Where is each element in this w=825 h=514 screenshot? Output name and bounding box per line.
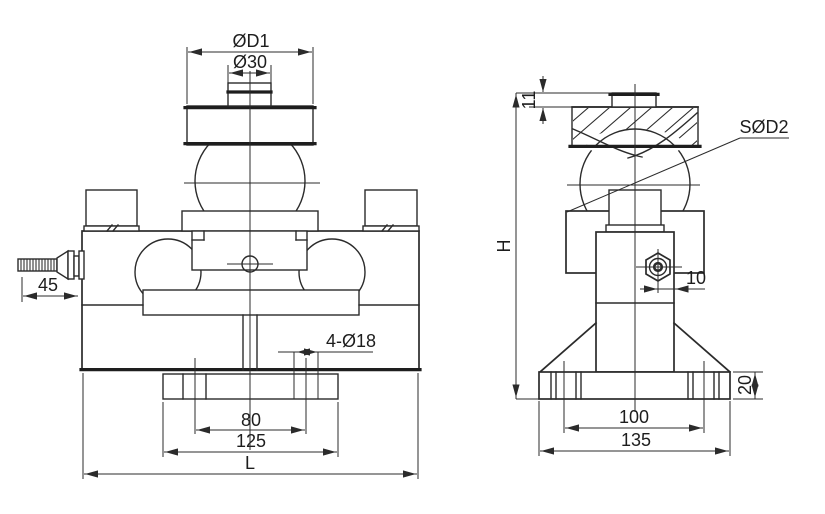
side-view: H 11 SØD2 10 20 xyxy=(494,76,789,456)
dim-label-foot-thickness: 20 xyxy=(735,375,755,395)
front-top-block-left xyxy=(85,189,138,227)
dim-label-button-dia: Ø30 xyxy=(233,52,267,72)
dim-label-cable-gland-length: 45 xyxy=(38,275,58,295)
dim-label-cap-outer-dia: ØD1 xyxy=(232,31,269,51)
dim-label-overall-height: H xyxy=(494,240,514,253)
front-top-block-right-base xyxy=(362,225,420,232)
side-base-flare-left xyxy=(538,321,598,374)
front-dimensions: ØD1 Ø30 45 4-Ø18 80 xyxy=(21,31,419,479)
front-bottom-plate xyxy=(142,289,360,316)
front-top-block-right xyxy=(364,189,418,227)
dim-label-mounting-holes: 4-Ø18 xyxy=(326,331,376,351)
front-stem xyxy=(242,314,258,371)
saddle-curve-right xyxy=(627,112,698,159)
front-weld-ticks xyxy=(106,224,394,232)
dim-label-cap-height: 11 xyxy=(519,91,539,110)
dim-label-foot-hole-spacing: 100 xyxy=(619,407,649,427)
cable-gland xyxy=(17,249,85,281)
dim-label-connector-offset: 10 xyxy=(686,268,706,288)
dim-label-overall-length: L xyxy=(245,453,255,473)
side-dimensions: H 11 SØD2 10 20 xyxy=(494,76,789,456)
dim-label-ball-sphere-dia: SØD2 xyxy=(739,117,788,137)
dim-label-foot-width: 135 xyxy=(621,430,651,450)
front-view: ØD1 Ø30 45 4-Ø18 80 xyxy=(17,31,422,479)
front-cup-notches xyxy=(191,230,308,241)
dim-label-base-width: 125 xyxy=(236,431,266,451)
front-top-block-left-base xyxy=(83,225,140,232)
dim-label-hole-spacing: 80 xyxy=(241,410,261,430)
hex-nut xyxy=(636,249,682,293)
front-base-holes xyxy=(182,352,319,434)
side-base-ticks xyxy=(550,371,720,400)
side-base-flare-right xyxy=(672,321,732,374)
